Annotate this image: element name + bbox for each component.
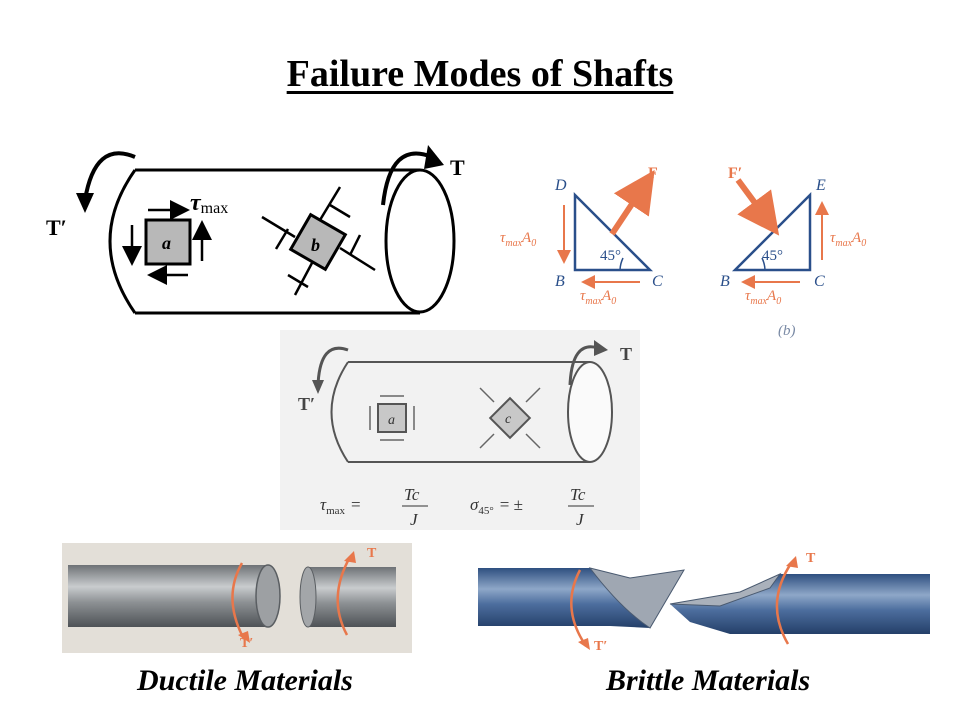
ductile-torque-arrowhead-left-icon — [238, 631, 250, 643]
element3-c — [488, 396, 532, 440]
ductile-torque-arrowhead-right-icon — [344, 551, 356, 563]
ductile-bar-right — [308, 567, 396, 627]
brittle-torque-arrowhead-right-icon — [786, 556, 798, 568]
element3-c-label: c — [505, 412, 512, 427]
page-title-text: Failure Modes of Shafts — [286, 53, 674, 95]
element-a-label: a — [162, 233, 171, 253]
shear-label-dbc-bottom: τmaxA0 — [580, 288, 616, 307]
svg-text:J: J — [576, 510, 585, 529]
shear-label-ebc-right: τmaxA0 — [830, 230, 866, 249]
element3-a-label: a — [388, 413, 395, 428]
torque-arrow-left — [83, 151, 136, 201]
torque3-label-right: T — [620, 344, 632, 364]
svg-text:τmax=: τmax= — [320, 495, 361, 517]
brittle-torque-arrowhead-left-icon — [578, 638, 590, 650]
angle-arc-left — [619, 257, 624, 271]
svg-text:J: J — [410, 510, 419, 529]
element-b-label: b — [311, 235, 320, 255]
angle-label-right: 45° — [762, 248, 783, 264]
brittle-t-label: T — [806, 551, 816, 566]
ductile-torque-arrow-left — [231, 562, 246, 640]
svg-text:Tc: Tc — [570, 485, 586, 504]
vertex-b-left: B — [555, 273, 565, 290]
svg-text:Tc: Tc — [404, 485, 420, 504]
shaft3-body — [330, 361, 590, 463]
ductile-t-label: T — [367, 546, 377, 561]
shear-label-dbc-left: τmaxA0 — [500, 230, 536, 249]
page-title: Failure Modes of Shafts — [0, 52, 960, 96]
vertex-b-right: B — [720, 273, 730, 290]
element3-a-shear-arrows — [369, 395, 415, 441]
tau-max-label: τmax — [190, 190, 228, 217]
vertex-e: E — [815, 177, 826, 194]
force-f-arrow — [609, 170, 655, 236]
torque3-arrow-right — [568, 345, 599, 386]
brittle-fracture-photo: T′ T — [470, 548, 930, 653]
ductile-fracture-face-left — [255, 564, 281, 628]
force-fprime-arrow — [735, 178, 780, 236]
element3-c-stress-arrows — [479, 387, 541, 449]
brittle-tprime-label: T′ — [594, 639, 607, 653]
ductile-fracture-face-right — [299, 566, 317, 628]
brittle-torque-arrow-left — [570, 569, 588, 647]
ductile-tprime-label: T′ — [240, 636, 253, 651]
angle-arc-right — [761, 257, 766, 271]
svg-text:σ45°= ±: σ45°= ± — [470, 495, 523, 517]
torque-arrow-right — [381, 151, 433, 206]
shaft-stress-diagram: T′ T a τmax b — [46, 145, 465, 315]
stress-triangles-diagram: 45° D B C F τmaxA0 τmaxA0 45° E B C F′ τ… — [500, 165, 866, 339]
torque-arrowhead-left-icon — [76, 193, 94, 213]
torque3-arrowhead-right-icon — [594, 340, 608, 356]
brittle-torque-arrow-right — [775, 561, 794, 645]
brittle-helical-face-left — [588, 567, 685, 629]
element-b — [288, 212, 348, 272]
shaft-principal-diagram: T′ T a c τmax= Tc J σ45°= ± Tc J — [280, 330, 640, 530]
part-label-b: (b) — [778, 323, 796, 339]
equation-sigma-45: σ45°= ± Tc J — [470, 485, 594, 529]
torque3-arrow-left — [316, 346, 349, 386]
torque3-arrowhead-left-icon — [312, 380, 324, 394]
shear-label-ebc-bottom: τmaxA0 — [745, 288, 781, 307]
shaft3-end-face — [567, 361, 613, 463]
principal-stress-arrows — [261, 186, 376, 296]
element3-a — [377, 403, 407, 433]
torque-label-right: T — [450, 155, 465, 180]
brittle-bar-right — [670, 574, 930, 634]
angle-label-left: 45° — [600, 248, 621, 264]
torque-arrowhead-right-icon — [424, 145, 444, 169]
vertex-c-right: C — [814, 273, 825, 290]
torque3-label-left: T′ — [298, 394, 315, 414]
brittle-materials-caption: Brittle Materials — [606, 664, 811, 697]
vertex-c-left: C — [652, 273, 663, 290]
torque-label-left: T′ — [46, 215, 67, 240]
vertex-d: D — [554, 177, 567, 194]
element-a — [144, 218, 192, 266]
brittle-helical-face-right — [669, 572, 782, 607]
equation-tau-max: τmax= Tc J — [320, 485, 428, 529]
shaft-body — [108, 168, 420, 315]
ductile-materials-caption: Ductile Materials — [137, 664, 353, 697]
force-f-label: F — [648, 165, 658, 182]
force-fprime-label: F′ — [728, 165, 742, 182]
ductile-fracture-photo: T′ T — [62, 543, 412, 653]
shaft-end-face — [384, 168, 456, 314]
ductile-torque-arrow-right — [336, 556, 352, 636]
